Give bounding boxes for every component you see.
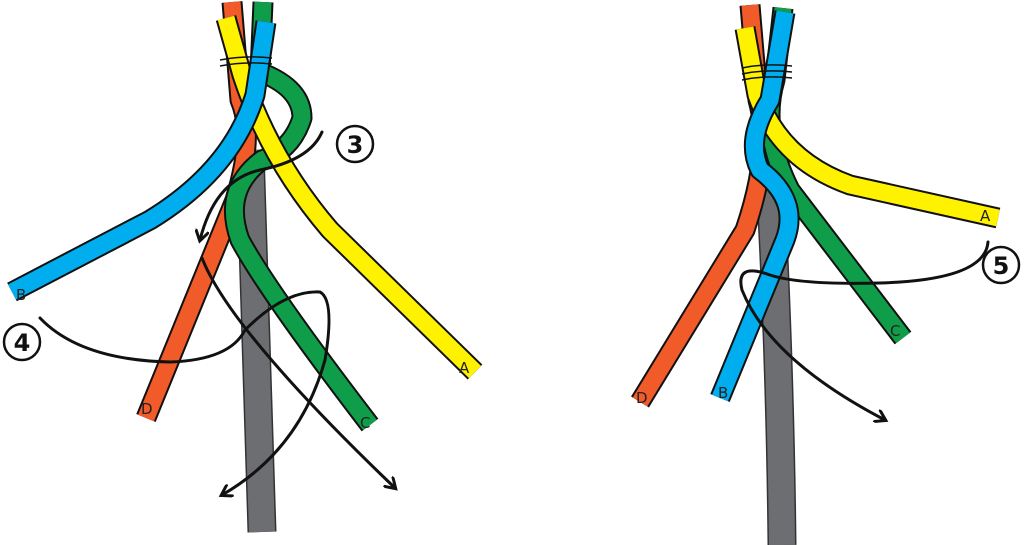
arrow-step-3 [200,130,324,240]
label-b: B [16,286,26,304]
label-c: C [360,414,370,432]
step-5-number: 5 [993,252,1010,280]
arrow-step-5 [739,240,990,420]
left-panel: 3 4 A B C D [2,1,483,533]
strand-b [7,20,277,302]
step-5-badge: 5 [981,245,1021,285]
label-c: C [890,322,900,340]
right-panel: 5 A B C D [631,4,1021,545]
label-a: A [459,359,470,377]
step-3-badge: 3 [335,124,375,164]
label-a: A [980,207,991,225]
step-4-number: 4 [14,329,31,357]
label-b: B [718,384,728,402]
arrow-step-4 [38,290,331,495]
strand-b [710,10,800,402]
arrow-straight [200,256,395,488]
binding-wraps [741,64,793,81]
step-3-number: 3 [347,131,364,159]
pole-fill [755,139,795,545]
binding-wraps [219,56,273,67]
strand-c [223,1,379,432]
label-d: D [636,389,648,407]
step-4-badge: 4 [2,322,42,362]
label-d: D [141,400,153,418]
pole-fill [237,149,275,533]
